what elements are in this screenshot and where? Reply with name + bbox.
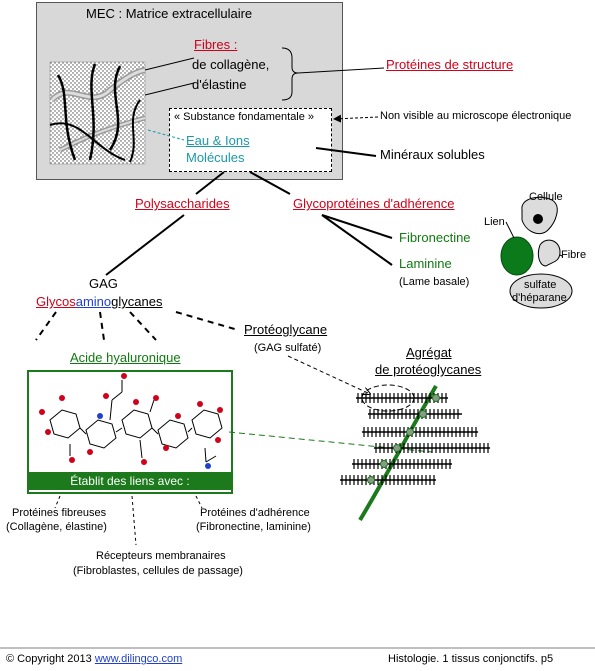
mec-title: MEC : Matrice extracellulaire (86, 6, 253, 21)
acide-hyaluronique-label: Acide hyaluronique (70, 350, 181, 365)
fibre-shape (537, 239, 561, 267)
gag-amino: amino (75, 294, 112, 309)
etablit-liens-bar: Établit des liens avec : (27, 472, 233, 490)
agregat-label-1: Agrégat (406, 345, 452, 360)
connector-lines (35, 57, 393, 546)
water-link (147, 129, 185, 141)
footer-page: Histologie. 1 tissus conjonctifs. p5 (388, 653, 554, 665)
recepteurs-label-1: Récepteurs membranaires (96, 550, 226, 562)
substance-label: « Substance fondamentale » (174, 111, 315, 123)
lame-basale-label: (Lame basale) (399, 276, 470, 288)
gag-sulfate-label: (GAG sulfaté) (254, 342, 322, 354)
sulfate-label-2: d'héparane (512, 292, 567, 304)
gag-label: GAG (89, 276, 118, 291)
cell-nucleus (533, 214, 543, 224)
bristle-node (380, 460, 388, 468)
sulfate-label-1: sulfate (524, 279, 557, 291)
cell-schematic (500, 196, 573, 309)
lien-label: Lien (484, 216, 505, 228)
copyright-text: © Copyright 2013 (6, 653, 92, 665)
bristle-node (419, 410, 427, 418)
heparan-sulfate-shape (509, 273, 573, 309)
fibre-illustration (49, 61, 146, 165)
substance-fondamentale-box (169, 108, 332, 172)
prot-fibreuses-label-1: Protéines fibreuses (12, 507, 107, 519)
bristle-node (432, 394, 440, 402)
recepteurs-label-2: (Fibroblastes, cellules de passage) (73, 565, 243, 577)
proteines-structure-label: Protéines de structure (386, 57, 514, 72)
hyaluronic-link (228, 431, 433, 453)
collagene-label: de collagène, (192, 57, 270, 72)
laminine-label: Laminine (399, 256, 452, 271)
site-link[interactable]: www.dilingco.com (94, 653, 183, 665)
footer-copyright: © Copyright 2013 www.dilingco.com (6, 653, 182, 666)
cellule-label: Cellule (529, 191, 563, 203)
gag-glycos: Glycos (36, 294, 76, 309)
lien-protein (500, 236, 534, 276)
aggregate-bristles (340, 393, 490, 485)
polysaccharides-label: Polysaccharides (135, 196, 230, 211)
molecule-atoms (39, 373, 223, 469)
fibres-label: Fibres : (194, 37, 238, 52)
brace (281, 47, 299, 101)
agregat-label-2: de protéoglycanes (375, 362, 482, 377)
hyaluronic-molecule (49, 380, 223, 463)
fibre-label: Fibre (561, 249, 587, 261)
elastine-label: d'élastine (192, 77, 247, 92)
mineraux-label: Minéraux solubles (380, 147, 485, 162)
bristle-node (393, 444, 401, 452)
glycoproteines-label: Glycoprotéines d'adhérence (293, 196, 455, 211)
non-visible-label: Non visible au microscope électronique (380, 110, 572, 122)
molecules-label: Molécules (186, 150, 245, 165)
fibronectine-label: Fibronectine (399, 230, 471, 245)
gag-full-name: Glycosaminoglycanes (36, 294, 163, 310)
eau-ions-label: Eau & Ions (186, 133, 250, 148)
bristle-node (406, 428, 414, 436)
prot-adherence-label-2: (Fibronectine, laminine) (196, 521, 311, 533)
prot-fibreuses-label-2: (Collagène, élastine) (6, 521, 107, 533)
prot-adherence-label-1: Protéines d'adhérence (200, 507, 310, 519)
bristle-node (367, 476, 375, 484)
gag-glycanes: glycanes (111, 294, 163, 309)
proteoglycane-label: Protéoglycane (244, 322, 328, 337)
